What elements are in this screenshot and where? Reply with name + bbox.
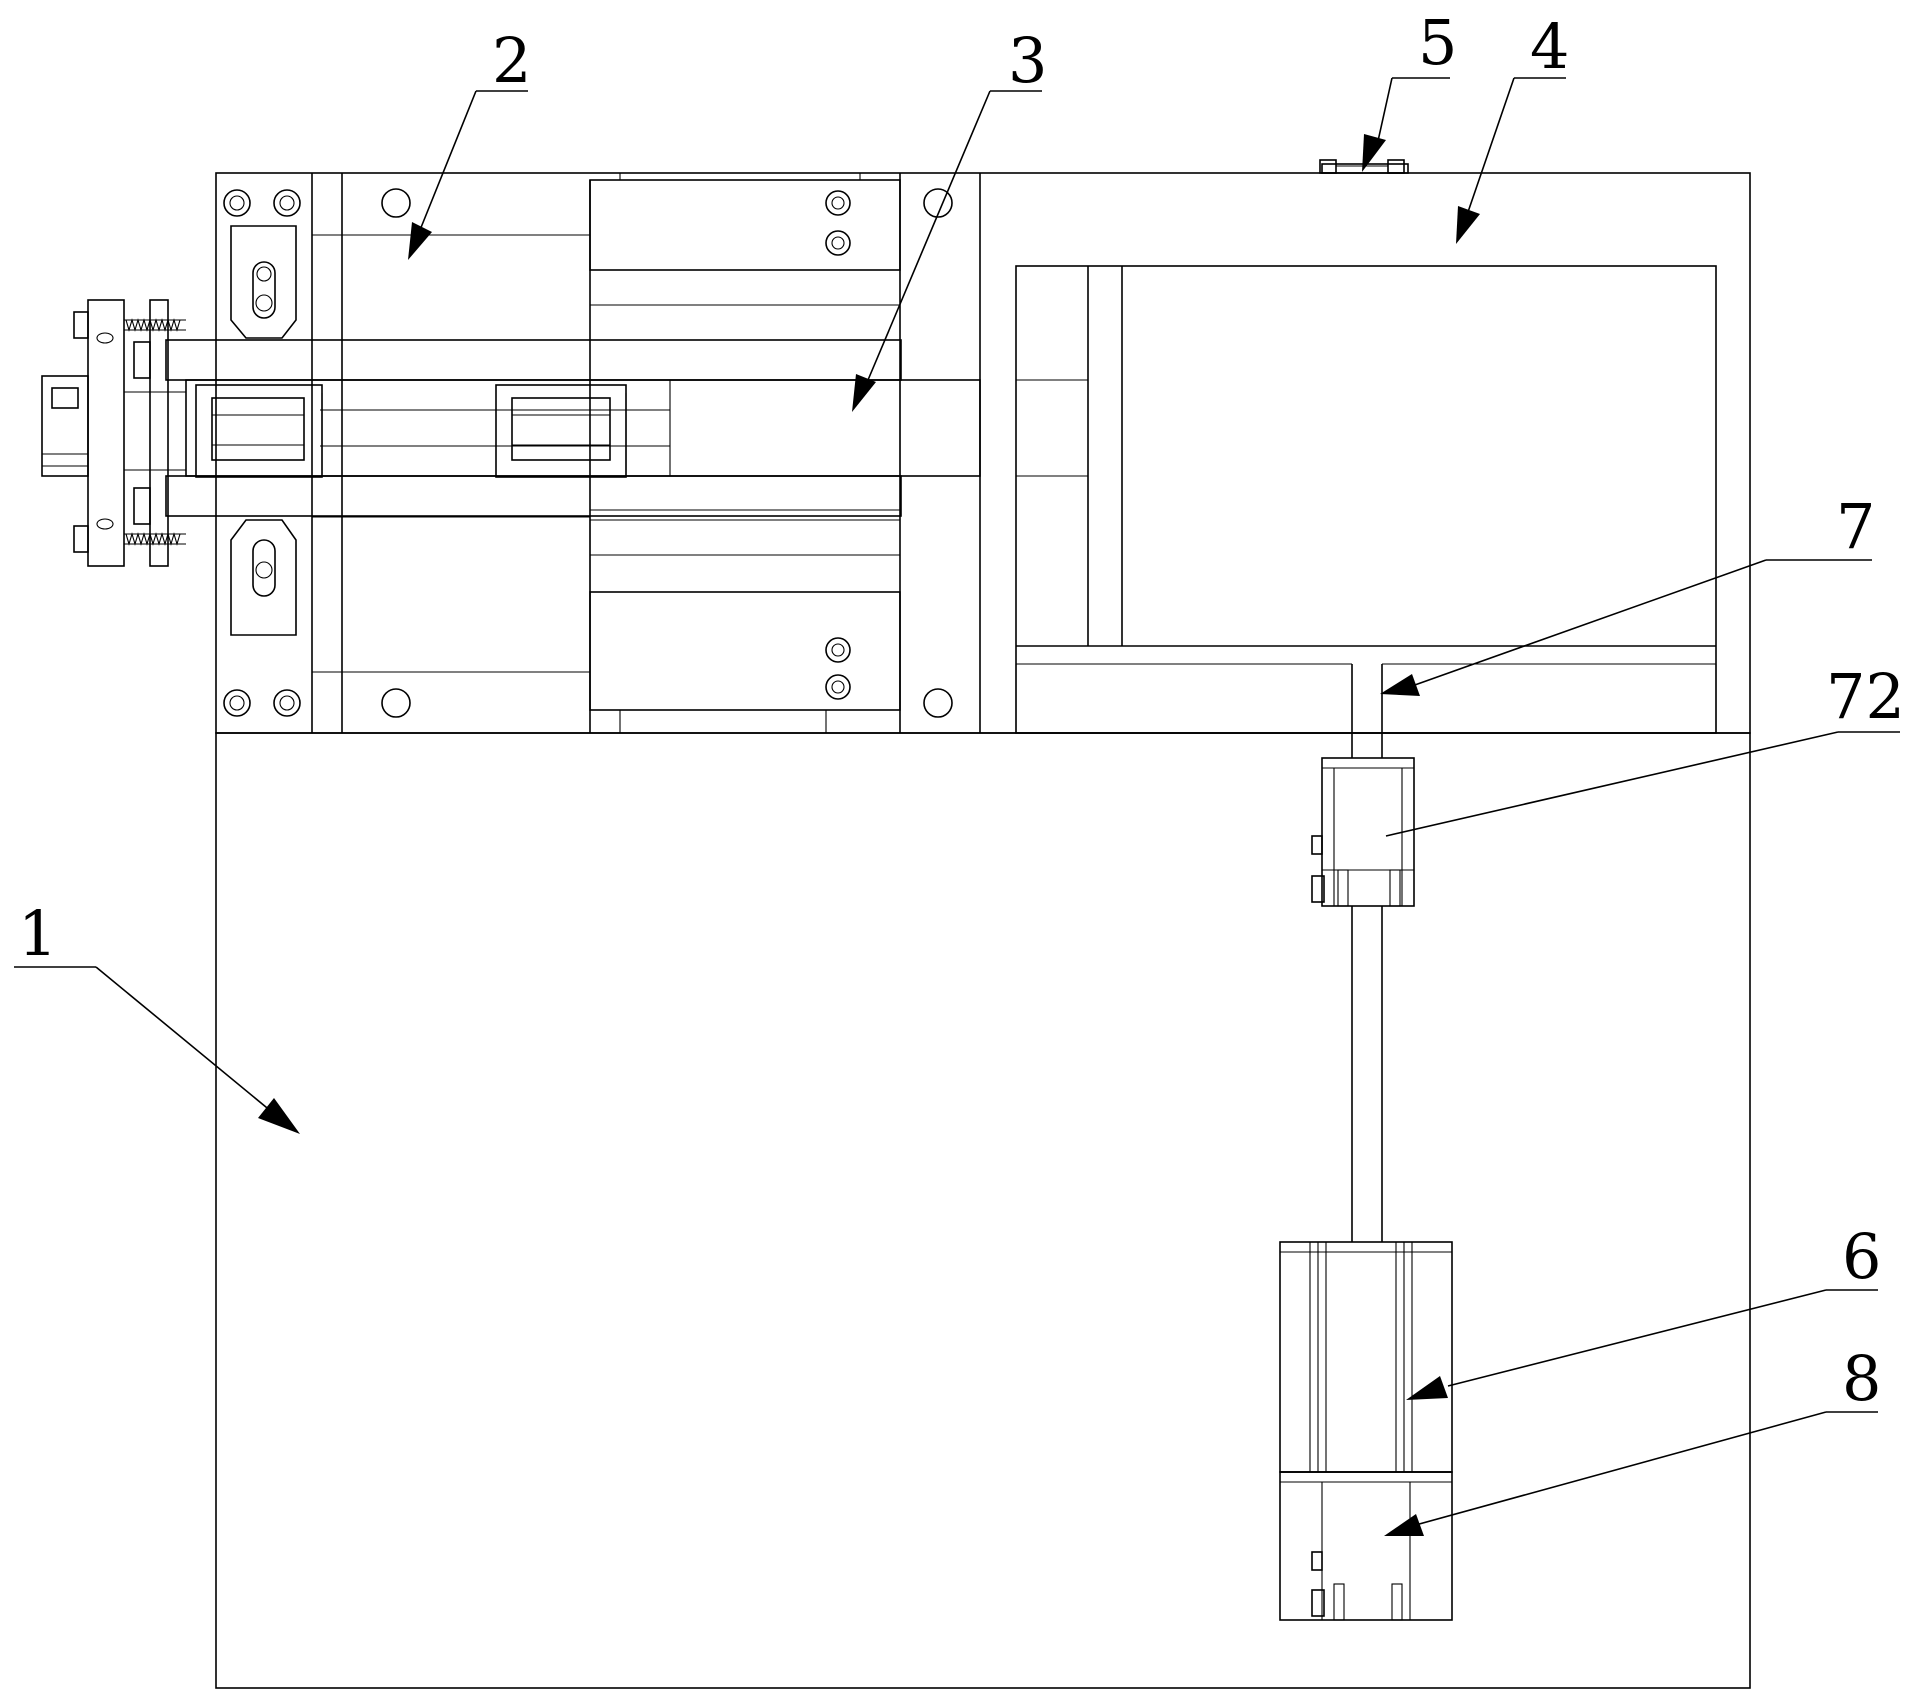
callout-labels: 1 2 3 4 5 6 7 72 8 bbox=[18, 6, 1905, 1415]
rail-posts bbox=[589, 173, 901, 733]
left-mount-column bbox=[311, 173, 590, 733]
push-rod bbox=[185, 379, 981, 477]
rod-clamp-left bbox=[195, 384, 323, 478]
main-housing bbox=[1015, 265, 1717, 734]
adjusting-slot-block-upper bbox=[230, 225, 297, 339]
guide-slide-upper bbox=[589, 173, 901, 306]
mounting-holes bbox=[381, 188, 953, 718]
label-72: 72 bbox=[1826, 660, 1905, 733]
rod-clamp-right bbox=[495, 384, 627, 478]
label-1: 1 bbox=[18, 897, 57, 970]
guide-slide-lower bbox=[589, 519, 901, 733]
bottom-block bbox=[1279, 1471, 1453, 1621]
label-3: 3 bbox=[1008, 24, 1047, 97]
top-frame bbox=[215, 172, 1751, 734]
base-plate bbox=[215, 732, 1751, 1689]
label-6: 6 bbox=[1842, 1220, 1881, 1293]
adjusting-screw-upper bbox=[73, 311, 186, 379]
bolt-group-bottom-left bbox=[223, 689, 301, 717]
label-2: 2 bbox=[492, 24, 531, 97]
push-rod-guide-bars bbox=[165, 339, 902, 517]
cylinder bbox=[1279, 1241, 1453, 1473]
label-8: 8 bbox=[1842, 1342, 1881, 1415]
end-fitting bbox=[41, 375, 89, 477]
label-7: 7 bbox=[1836, 490, 1875, 563]
adjusting-slot-block-lower bbox=[230, 519, 297, 636]
leader-lines bbox=[14, 77, 1900, 1536]
label-4: 4 bbox=[1530, 10, 1569, 83]
adjusting-screw-lower bbox=[73, 487, 186, 553]
label-5: 5 bbox=[1418, 6, 1457, 79]
connector-block bbox=[1311, 757, 1415, 907]
vertical-stem bbox=[1351, 664, 1383, 1242]
bolt-group-top-left bbox=[223, 189, 301, 217]
